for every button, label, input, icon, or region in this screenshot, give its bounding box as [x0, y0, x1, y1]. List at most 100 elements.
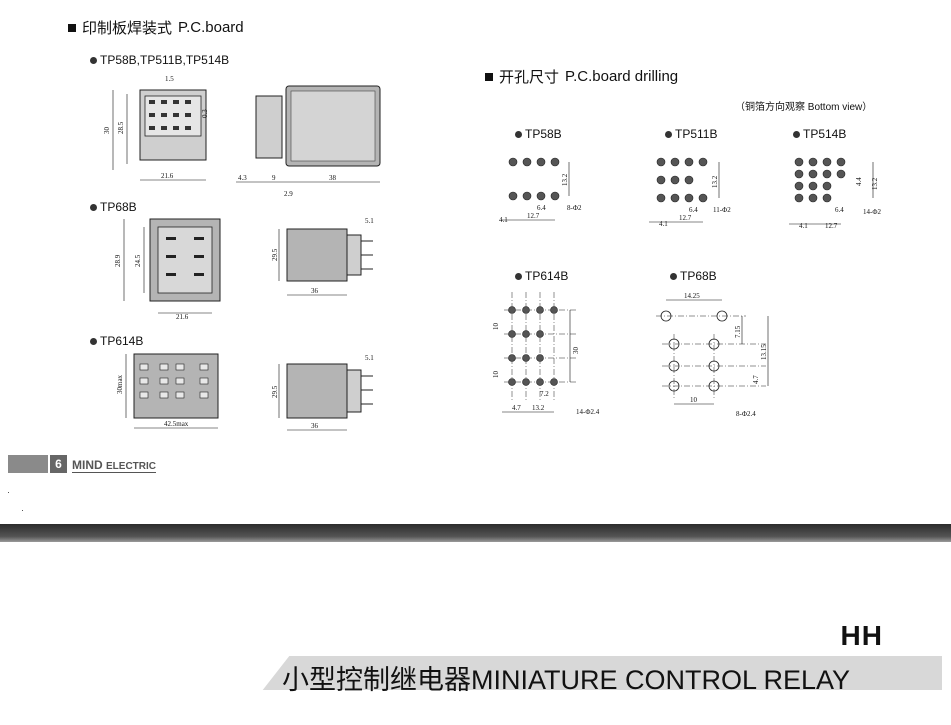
tp68b-front-drawing: 28.9 24.5 21.6	[114, 218, 221, 321]
tp68b-drill-drawing: 14.25 7.15 13.15 4.7 10 8-Φ2.4	[656, 292, 769, 418]
tp58b-drill-drawing: 13.2 6.4 4.1 12.7 8-Φ2	[499, 157, 582, 224]
dim-text: 21.6	[161, 172, 174, 180]
dim-text: 28.5	[117, 121, 125, 134]
model-group1-text: TP58B,TP511B,TP514B	[100, 53, 230, 67]
model-label-tp614b: TP614B	[90, 334, 143, 348]
dim-text: 28.9	[114, 254, 122, 267]
tp614b-side-drawing: 5.1 29.5 36	[271, 354, 374, 431]
drill-label-tp514b: TP514B	[793, 127, 846, 141]
dim-text: 10	[690, 396, 698, 404]
dim-text: 13.2	[532, 404, 545, 412]
dim-text: 6.4	[689, 206, 698, 214]
dot-bullet-icon	[665, 130, 672, 138]
dim-text: 36	[311, 422, 319, 430]
dim-text: 30max	[116, 374, 124, 394]
dim-text: 10	[492, 323, 500, 331]
tp68b-side-body	[286, 228, 348, 282]
page-number: 6	[50, 455, 67, 473]
dim-text: 4.4	[855, 177, 863, 186]
dim-text: 8-Φ2.4	[736, 410, 756, 418]
tp58b-front-drawing: 30 28.5 21.6 1.5 0.3	[103, 75, 209, 181]
drill-tp58b-text: TP58B	[525, 127, 562, 141]
drill-label-tp511b: TP511B	[665, 127, 717, 141]
model-tp68b-text: TP68B	[100, 200, 137, 214]
drill-label-tp614b: TP614B	[515, 269, 568, 283]
drill-tp614b-text: TP614B	[525, 269, 569, 283]
pcb-title-cn: 印制板焊装式	[82, 20, 173, 37]
dim-text: 11-Φ2	[713, 206, 731, 214]
model-label-tp68b: TP68B	[90, 200, 137, 214]
dim-text: 7.15	[734, 325, 742, 338]
dot-bullet-icon	[670, 272, 677, 280]
pcb-title-en: P.C.board	[178, 19, 244, 36]
brand-name: MIND ELECTRIC	[72, 458, 157, 473]
dim-text: 9	[272, 174, 276, 182]
dim-text: 38	[329, 174, 337, 182]
square-bullet-icon	[68, 23, 76, 32]
dot-bullet-icon	[515, 130, 522, 138]
tp614b-side-body	[286, 363, 348, 419]
title-banner	[250, 656, 942, 690]
square-bullet-icon	[485, 72, 493, 81]
dim-text: 5.1	[365, 217, 374, 225]
dim-text: 12.7	[679, 214, 692, 222]
dim-text: 4.3	[238, 174, 247, 182]
dim-text: 4.1	[499, 216, 508, 224]
tp68b-side-drawing: 5.1 29.5 36	[271, 217, 374, 296]
banner-title-en: MINIATURE CONTROL RELAY	[471, 665, 851, 695]
pcb-section-title: 印制板焊装式 P.C.board	[68, 17, 244, 38]
banner-title-cn: 小型控制继电器	[282, 665, 471, 695]
drill-label-tp58b: TP58B	[515, 127, 562, 141]
dim-text: 7.2	[540, 390, 549, 398]
page-separator	[0, 524, 951, 542]
catalog-page-top: 印制板焊装式 P.C.board TP58B,TP511B,TP514B 30 …	[8, 17, 882, 511]
dim-text: 4.7	[752, 375, 760, 384]
series-code: HH	[840, 620, 883, 651]
dim-text: 6.4	[835, 206, 844, 214]
dim-text: 4.1	[659, 220, 668, 228]
relay-socket-side	[255, 95, 283, 159]
dim-text: 4.1	[799, 222, 808, 230]
dim-text: 1.5	[165, 75, 174, 83]
dim-text: 10	[492, 371, 500, 379]
tp58b-side-drawing: 4.3 9 38 2.9	[236, 85, 381, 198]
dim-text: 8-Φ2	[567, 204, 582, 212]
bottom-view-note: （铜箔方向观察 Bottom view）	[735, 102, 873, 113]
dim-text: 14.25	[684, 292, 700, 300]
dot-bullet-icon	[90, 337, 97, 345]
dim-text: 42.5max	[164, 420, 189, 428]
drill-label-tp68b: TP68B	[670, 269, 717, 283]
dot-bullet-icon	[793, 130, 800, 138]
dim-text: 14-Φ2.4	[576, 408, 600, 416]
tp514b-drill-drawing: 4.4 13.2 6.4 4.1 12.7 14-Φ2	[789, 157, 881, 230]
dim-text: 5.1	[365, 354, 374, 362]
dim-text: 6.4	[537, 204, 546, 212]
dim-text: 13.2	[711, 175, 719, 188]
dim-text: 12.7	[825, 222, 838, 230]
dim-text: 30	[103, 127, 111, 135]
drill-tp514b-text: TP514B	[803, 127, 847, 141]
tp614b-front-drawing: 30max 42.5max	[116, 353, 219, 429]
dot-bullet-icon	[515, 272, 522, 280]
model-label-group1: TP58B,TP511B,TP514B	[90, 53, 229, 67]
dot-bullet-icon	[90, 56, 97, 64]
dim-text: 13.15	[760, 344, 768, 360]
dim-text: 29.5	[271, 248, 279, 261]
brand-sub: ELECTRIC	[106, 461, 157, 472]
tp614b-drill-drawing: 10 10 30 7.2 4.7 13.2 14-Φ2.4	[492, 292, 600, 416]
dim-text: 14-Φ2	[863, 208, 881, 216]
dot-bullet-icon	[90, 203, 97, 211]
dim-text: 30	[572, 347, 580, 355]
drilling-title-cn: 开孔尺寸	[499, 69, 560, 86]
dim-text: 0.3	[201, 109, 209, 118]
tp511b-drill-drawing: 13.2 6.4 4.1 12.7 11-Φ2	[649, 157, 731, 228]
tp614b-base	[133, 353, 219, 419]
banner-title: 小型控制继电器MINIATURE CONTROL RELAY	[282, 658, 850, 697]
dim-text: 13.2	[561, 173, 569, 186]
dim-text: 36	[311, 287, 319, 295]
drill-tp511b-text: TP511B	[675, 127, 718, 141]
model-tp614b-text: TP614B	[100, 334, 144, 348]
drilling-section-title: 开孔尺寸 P.C.board drilling	[485, 66, 678, 87]
dim-text: 21.6	[176, 313, 189, 321]
drilling-title-en: P.C.board drilling	[565, 68, 679, 85]
